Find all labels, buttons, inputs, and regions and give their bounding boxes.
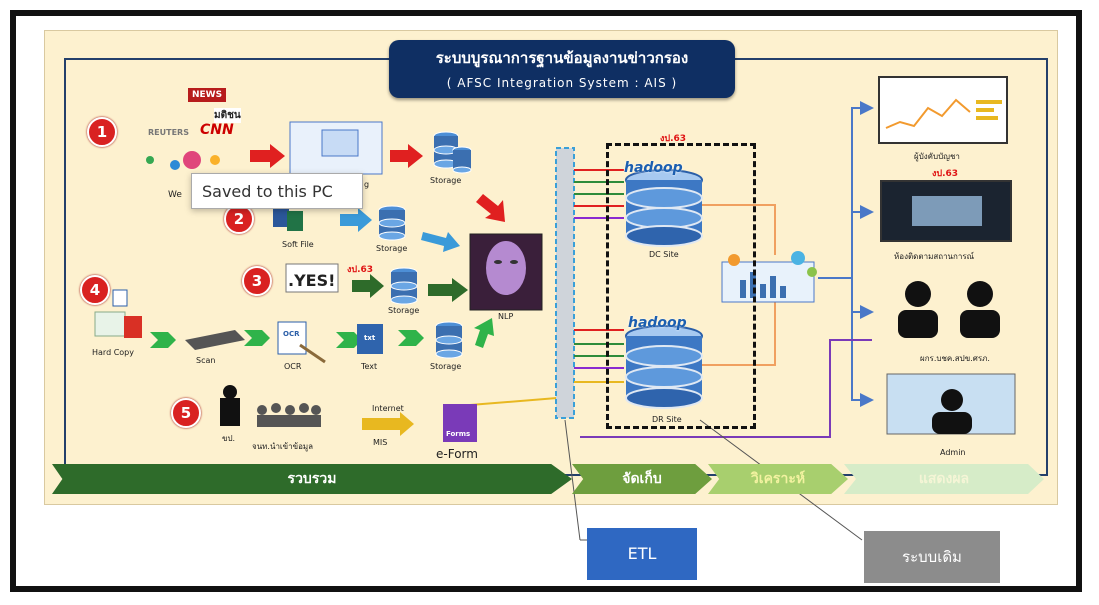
storage-label-2: Storage (376, 244, 408, 253)
ocr-icon: OCR (283, 330, 300, 338)
hard-copy-label: Hard Copy (92, 348, 134, 357)
storage-budget-note: งป.63 (660, 134, 687, 144)
stage-analyze: วิเคราะห์ (708, 464, 848, 494)
dr-site-label: DR Site (652, 415, 682, 424)
step-badge-1: 1 (87, 117, 117, 147)
dc-site-label: DC Site (649, 250, 679, 259)
news-logo: NEWS (188, 88, 227, 102)
chevron-1 (150, 332, 176, 348)
arrow-process-to-storage (390, 144, 423, 168)
text-label: Text (361, 362, 378, 371)
chevron-3 (336, 332, 362, 348)
title-thai: ระบบบูรณาการฐานข้อมูลงานข่าวกรอง (435, 49, 689, 67)
storage-center-box (606, 143, 756, 429)
ops-room-image (880, 180, 1012, 242)
ocr-label: OCR (284, 362, 302, 371)
dashboard-screen (878, 76, 1008, 144)
nlp-label: NLP (498, 312, 514, 321)
yes-budget-note: งป.63 (347, 265, 374, 275)
admin-icon (886, 373, 1016, 435)
etl-label-box: ETL (587, 528, 697, 580)
yes-logo: .YES! (288, 271, 336, 290)
storage-db-4 (435, 321, 463, 359)
arrow-storage-to-nlp-4 (474, 318, 494, 348)
step-badge-5: 5 (171, 398, 201, 428)
arrow-storage-to-nlp (476, 194, 505, 222)
arrow-softfile-to-storage (340, 208, 372, 232)
internet-label: Internet (372, 404, 404, 413)
arrow-web-to-process (250, 144, 285, 168)
dashboard-label: ผู้บังคับบัญชา (914, 152, 960, 161)
diagram-title: ระบบบูรณาการฐานข้อมูลงานข่าวกรอง ( AFSC … (389, 40, 735, 98)
analytics-icon (721, 251, 817, 303)
dc-database (625, 169, 703, 247)
forms-icon: Forms (446, 430, 471, 438)
person-label: ขป. (222, 434, 236, 443)
group-label: จนท.นำเข้าข้อมูล (252, 442, 314, 451)
storage-label-1: Storage (430, 176, 462, 185)
chevron-4 (398, 330, 424, 346)
step-badge-3: 3 (242, 266, 272, 296)
hadoop-logo-dc: hadoop (624, 160, 683, 176)
ops-room-label: ห้องติดตามสถานการณ์ (894, 252, 975, 261)
mis-label: MIS (373, 438, 388, 447)
stage-collect: รวบรวม (52, 464, 572, 494)
scan-label: Scan (196, 356, 216, 365)
stage-display: แสดงผล (844, 464, 1044, 494)
web-label: We (168, 190, 182, 200)
cnn-logo: CNN (200, 122, 234, 138)
storage-db-2 (378, 205, 406, 241)
soft-file-label: Soft File (282, 240, 314, 249)
officer-icons (898, 281, 1000, 338)
arrow-storage-to-nlp-2 (421, 232, 460, 252)
legacy-system-box: ระบบเดิม (864, 531, 1000, 583)
hadoop-logo-dr: hadoop (628, 315, 687, 331)
dr-database (625, 325, 703, 409)
title-english: ( AFSC Integration System : AIS ) (446, 76, 678, 90)
step-badge-4: 4 (80, 275, 110, 305)
storage-label-4: Storage (430, 362, 462, 371)
storage-db-1 (433, 131, 472, 174)
admin-label: Admin (940, 448, 966, 457)
chevron-2 (244, 330, 270, 346)
matichon-logo: มติชน (214, 108, 241, 123)
arrow-storage-to-nlp-3 (428, 278, 468, 302)
arrow-mis (362, 412, 414, 436)
ops-budget-note: งป.63 (932, 169, 959, 179)
storage-label-3: Storage (388, 306, 420, 315)
processing-label: g (364, 180, 370, 189)
stage-store: จัดเก็บ (572, 464, 712, 494)
reuters-logo: REUTERS (148, 128, 189, 137)
text-icon: txt (364, 334, 376, 342)
eform-label: e-Form (436, 447, 478, 461)
saved-toast: Saved to this PC (191, 173, 363, 209)
officers-label: ผกร.บชค.สปข.ศรภ. (920, 354, 990, 363)
storage-db-3 (390, 267, 418, 305)
arrow-yes-to-storage (352, 274, 384, 298)
